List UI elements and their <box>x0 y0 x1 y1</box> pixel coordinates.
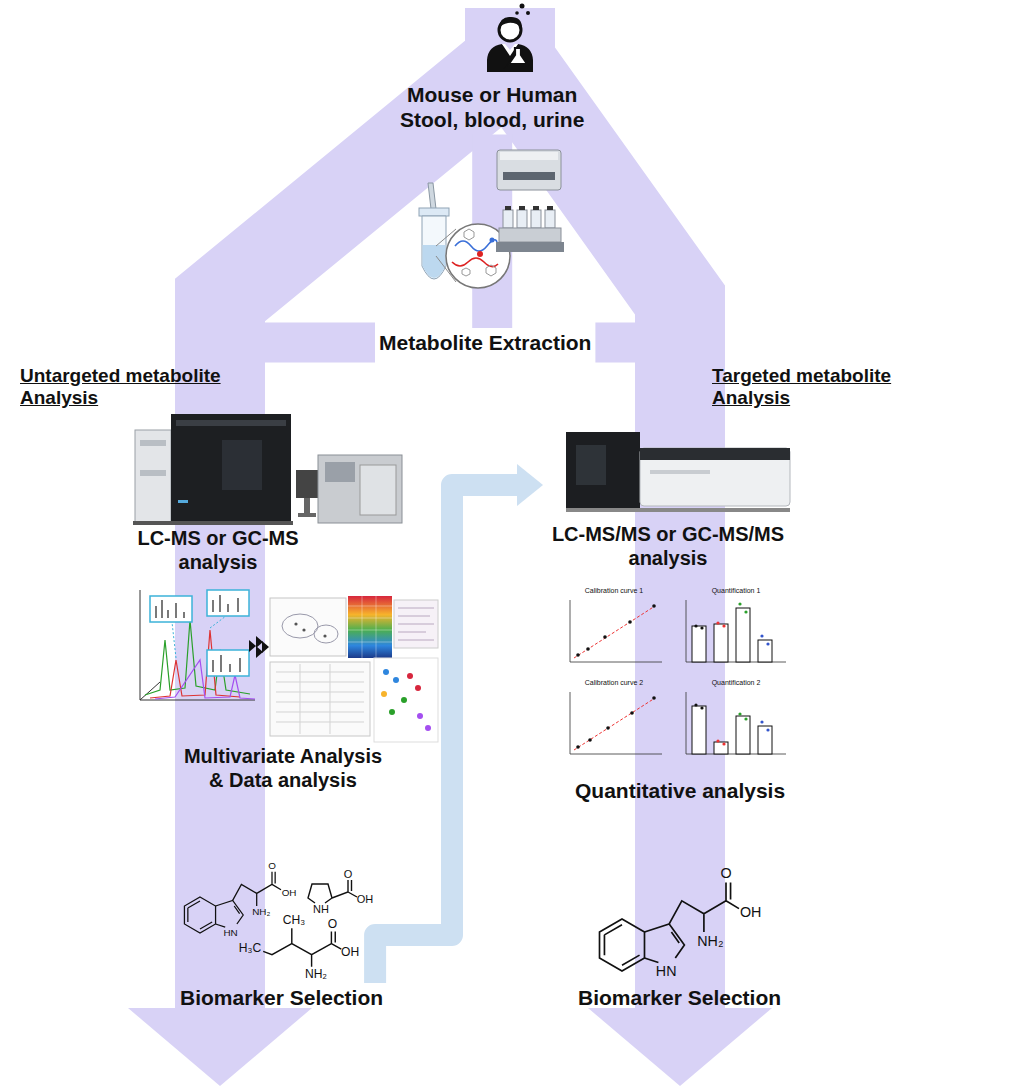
bar-chart <box>686 692 786 754</box>
calibration-chart <box>570 600 662 662</box>
atom-label: H₃C <box>239 942 261 954</box>
flow-band <box>220 794 221 983</box>
section-heading: Untargeted metabolite Analysis <box>20 365 270 409</box>
isoleucine-structure <box>263 928 341 967</box>
workflow-step: LC-MS or GC-MS analysis <box>118 524 318 576</box>
chart-title: Calibration curve 1 <box>585 587 643 595</box>
step-text: Biomarker Selection <box>578 985 781 1010</box>
step-text: Metabolite Extraction <box>379 330 591 355</box>
step-text: Biomarker Selection <box>180 985 383 1010</box>
atom-label: O <box>328 918 337 930</box>
arrowhead <box>517 464 543 506</box>
atom-label: OH <box>740 905 761 919</box>
scientist-icon <box>487 4 533 73</box>
workflow-step: Biomarker Selection <box>176 983 387 1012</box>
step-text: LC-MS/MS or GC-MS/MS analysis <box>547 522 789 570</box>
calibration-chart <box>570 692 662 754</box>
workflow-step: Biomarker Selection <box>574 983 785 1012</box>
step-text: LC-MS or GC-MS analysis <box>122 526 314 574</box>
chart-title: Quantification 1 <box>712 587 761 595</box>
workflow-step: Mouse or HumanStool, blood, urine <box>396 80 588 134</box>
atom-label: OH <box>357 894 374 905</box>
atom-label: NH <box>313 904 329 915</box>
atom-label: CH₃ <box>283 914 305 926</box>
atom-label: NH₂ <box>697 934 723 948</box>
flow-band-line <box>200 794 240 983</box>
step-text: Stool, blood, urine <box>400 107 584 132</box>
step-text: Mouse or Human <box>400 82 584 107</box>
atom-label: NH₂ <box>305 968 327 980</box>
flow-band <box>595 343 680 430</box>
multivariate-illustration <box>140 590 438 742</box>
flow-band <box>680 572 681 776</box>
lc-gc-msms-instrument <box>566 432 790 512</box>
tryptophan-structure <box>600 883 739 971</box>
chart-title: Calibration curve 2 <box>585 679 643 687</box>
atom-label: OH <box>341 946 359 958</box>
tryptophan-structure <box>184 872 281 933</box>
lc-gc-ms-instruments <box>133 414 402 525</box>
atom-label: HN <box>656 964 677 978</box>
atom-label: HN <box>223 928 237 938</box>
workflow-step: Metabolite Extraction <box>375 328 595 357</box>
workflow-step: Multivariate Analysis & Data analysis <box>170 742 396 794</box>
extraction-illustration <box>419 150 564 288</box>
chart-title: Quantification 2 <box>712 679 761 687</box>
bar-chart <box>686 600 786 662</box>
atom-label: O <box>344 869 353 880</box>
band-arrowhead <box>128 1008 312 1086</box>
flow-band-line <box>660 805 700 983</box>
step-text: Multivariate Analysis & Data analysis <box>174 744 392 792</box>
workflow-step: Quantitative analysis <box>571 776 789 805</box>
section-heading: Targeted metabolite Analysis <box>712 365 962 409</box>
flow-band-line <box>595 343 680 430</box>
proline-structure <box>308 880 357 903</box>
atom-label: O <box>268 861 276 871</box>
workflow-step: LC-MS/MS or GC-MS/MS analysis <box>543 430 793 572</box>
flow-band <box>680 805 681 983</box>
band-arrowhead <box>588 1008 772 1086</box>
atom-label: O <box>720 866 731 880</box>
atom-label: NH₂ <box>252 907 270 917</box>
step-text: Quantitative analysis <box>575 778 785 803</box>
atom-label: OH <box>282 888 297 898</box>
